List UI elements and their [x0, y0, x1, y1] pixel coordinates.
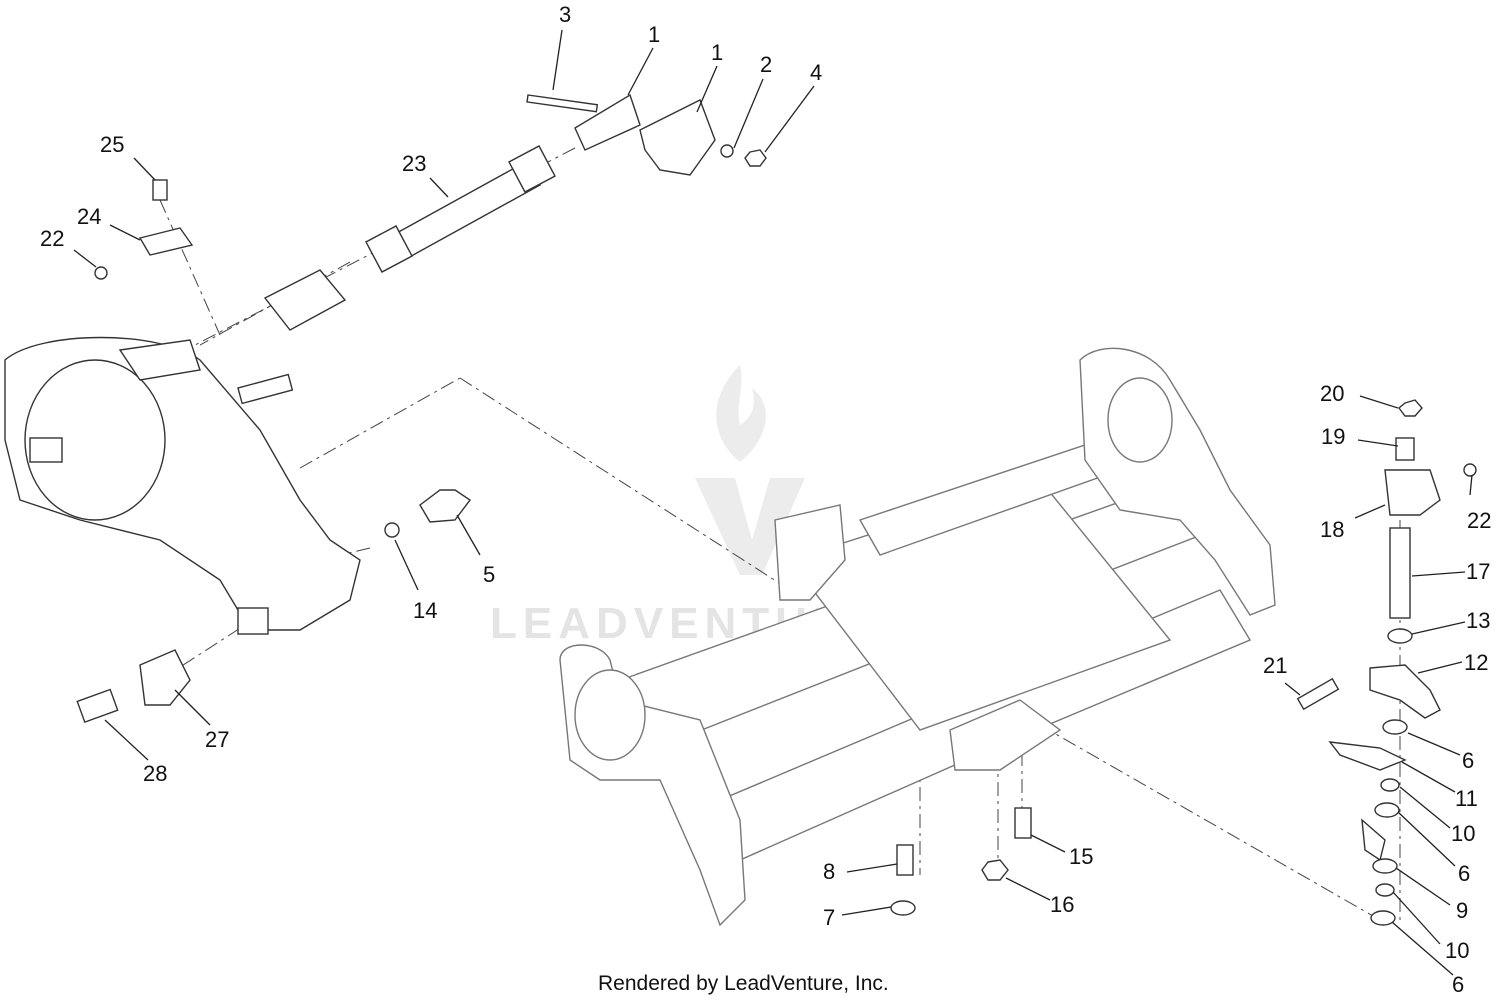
callout-1: 1 [648, 22, 660, 47]
bottom-fasteners [890, 807, 1032, 916]
lever-11 [1328, 741, 1407, 771]
callout-5: 5 [483, 562, 495, 587]
clevis-24 [138, 227, 194, 256]
frame-bore-right [1107, 377, 1173, 463]
callout-11: 11 [1455, 786, 1478, 811]
watermark-v-icon [695, 478, 805, 575]
clip-22-left [94, 266, 108, 280]
spacer-10-top [1380, 778, 1400, 792]
callout-27: 27 [205, 727, 229, 752]
callout-22: 22 [1467, 508, 1491, 533]
callout-9: 9 [1456, 898, 1468, 923]
spring-21 [1296, 677, 1340, 711]
washer-6-top [1382, 719, 1408, 735]
bracket-18 [1384, 469, 1441, 516]
coupler-upper-1a [574, 93, 641, 151]
drive-shaft-spline-lower [365, 225, 413, 273]
nut-14 [384, 522, 400, 538]
washer-2 [720, 144, 734, 158]
transmission-assembly [4, 336, 361, 635]
frame-front-mount [949, 699, 1062, 771]
callout-22: 22 [40, 226, 64, 251]
left-lower-parts [76, 489, 472, 724]
gearbox-lower-shaft [237, 607, 269, 635]
gearbox-lever [118, 339, 201, 381]
callout-17: 17 [1466, 559, 1490, 584]
callout-16: 16 [1050, 892, 1074, 917]
watermark-flame-icon [716, 365, 766, 462]
drive-shaft-group [94, 93, 767, 331]
linkage-stack [1296, 399, 1477, 926]
callout-7: 7 [823, 905, 835, 930]
pin-17 [1389, 527, 1411, 619]
callout-10: 10 [1451, 821, 1475, 846]
washer-7 [890, 900, 916, 916]
callout-18: 18 [1320, 517, 1344, 542]
bolt-15 [1014, 807, 1032, 839]
clip-22-right [1463, 463, 1477, 477]
callout-25: 25 [100, 132, 124, 157]
callout-21: 21 [1263, 653, 1287, 678]
callout-6: 6 [1462, 748, 1474, 773]
callout-23: 23 [402, 151, 426, 176]
callout-6: 6 [1458, 861, 1470, 886]
footer-credit: Rendered by LeadVenture, Inc. [598, 972, 889, 995]
coupler-lower [263, 269, 347, 331]
nut-20 [1398, 399, 1423, 417]
callout-1: 1 [711, 40, 723, 65]
gearbox-input-shaft [237, 373, 294, 405]
bolt-8 [896, 844, 914, 876]
frame-bore-left [574, 669, 646, 761]
leader-lines [73, 29, 1473, 976]
callout-19: 19 [1321, 424, 1345, 449]
bolt-25 [152, 179, 168, 201]
bolt-3 [526, 94, 599, 113]
washer-9 [1372, 858, 1398, 874]
callout-8: 8 [823, 859, 835, 884]
drive-shaft-spline-upper [508, 145, 556, 193]
callout-24: 24 [77, 204, 101, 229]
nut-16 [981, 859, 1009, 881]
spring-28 [76, 688, 119, 724]
spring-19 [1395, 437, 1415, 461]
callout-13: 13 [1466, 608, 1490, 633]
callout-12: 12 [1464, 650, 1488, 675]
gearbox-output-spline [29, 437, 63, 463]
callout-15: 15 [1069, 844, 1093, 869]
washer-6-mid [1374, 802, 1400, 818]
lever-9 [1361, 818, 1386, 862]
callout-20: 20 [1320, 381, 1344, 406]
arm-12 [1369, 664, 1441, 719]
callout-14: 14 [413, 598, 437, 623]
callout-labels: 3 1 1 2 4 25 23 24 22 5 14 27 28 20 19 2… [40, 2, 1491, 997]
bushing-13 [1387, 628, 1413, 644]
callout-6: 6 [1452, 972, 1464, 997]
coupler-upper-1b [639, 99, 716, 176]
bumper-5 [419, 489, 472, 523]
spacer-10-bottom [1375, 883, 1395, 897]
callout-10: 10 [1445, 938, 1469, 963]
washer-6-bottom [1370, 910, 1396, 926]
callout-2: 2 [760, 52, 772, 77]
frame-bracket [774, 504, 846, 601]
callout-28: 28 [143, 761, 167, 786]
callout-3: 3 [559, 2, 571, 27]
gearbox-cover [24, 359, 166, 521]
chassis-frame [559, 347, 1276, 927]
nut-4 [744, 149, 767, 167]
bushing-27 [139, 649, 191, 706]
callout-4: 4 [810, 60, 822, 85]
